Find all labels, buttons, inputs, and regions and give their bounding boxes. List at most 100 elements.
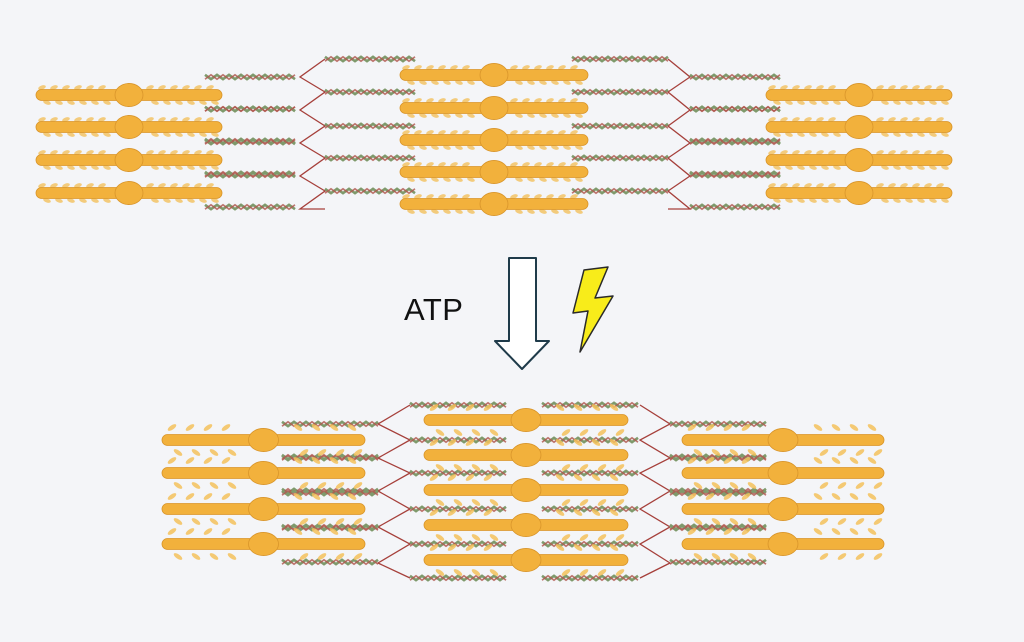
- myosin-head: [435, 569, 445, 576]
- myosin-head: [546, 65, 554, 70]
- actin-strand: [669, 489, 767, 497]
- actin-filament: [409, 469, 507, 477]
- myosin-center: [767, 461, 799, 485]
- myosin-head: [62, 85, 70, 90]
- myosin-head: [809, 198, 817, 203]
- myosin-head: [855, 482, 865, 489]
- myosin-head: [402, 194, 410, 199]
- myosin-center: [114, 181, 144, 205]
- myosin-head: [167, 424, 177, 431]
- myosin-head: [146, 117, 154, 122]
- myosin-head: [813, 528, 823, 535]
- myosin-head: [773, 165, 781, 170]
- myosin-head: [876, 183, 884, 188]
- myosin-head: [522, 194, 530, 199]
- myosin-head: [191, 449, 201, 456]
- myosin-head: [563, 209, 571, 214]
- myosin-head: [833, 165, 841, 170]
- myosin-head: [467, 145, 475, 150]
- myosin-head: [900, 117, 908, 122]
- myosin-head: [893, 165, 901, 170]
- myosin-head: [522, 65, 530, 70]
- myosin-head: [527, 80, 535, 85]
- myosin-head: [103, 165, 111, 170]
- myosin-head: [175, 132, 183, 137]
- myosin-head: [211, 100, 219, 105]
- myosin-center: [844, 181, 874, 205]
- myosin-head: [471, 534, 481, 541]
- myosin-head: [453, 499, 463, 506]
- myosin-head: [347, 493, 357, 500]
- myosin-head: [591, 474, 601, 481]
- actin-filament: [541, 574, 639, 582]
- actin-strand: [669, 558, 767, 566]
- myosin-head: [50, 85, 58, 90]
- myosin-head: [335, 518, 345, 525]
- myosin-filament: [35, 148, 223, 172]
- myosin-head: [893, 198, 901, 203]
- myosin-head: [905, 165, 913, 170]
- myosin-head: [609, 544, 619, 551]
- myosin-head: [881, 165, 889, 170]
- actin-strand: [689, 203, 781, 211]
- actin-filament: [689, 73, 781, 81]
- myosin-head: [876, 117, 884, 122]
- myosin-head: [311, 457, 321, 464]
- actin-filament: [204, 203, 296, 211]
- myosin-head: [579, 534, 589, 541]
- myosin-center: [479, 96, 509, 120]
- myosin-head: [558, 98, 566, 103]
- myosin-head: [729, 518, 739, 525]
- myosin-head: [705, 493, 715, 500]
- myosin-head: [539, 113, 547, 118]
- myosin-head: [429, 404, 439, 411]
- myosin-head: [55, 165, 63, 170]
- myosin-head: [804, 85, 812, 90]
- myosin-head: [687, 528, 697, 535]
- myosin-head: [561, 534, 571, 541]
- myosin-head: [768, 150, 776, 155]
- myosin-head: [407, 145, 415, 150]
- myosin-head: [483, 404, 493, 411]
- myosin-head: [419, 113, 427, 118]
- myosin-head: [55, 132, 63, 137]
- myosin-head: [146, 85, 154, 90]
- myosin-head: [575, 145, 583, 150]
- myosin-head: [936, 150, 944, 155]
- actin-strand: [669, 420, 767, 428]
- myosin-head: [729, 553, 739, 560]
- myosin-head: [431, 113, 439, 118]
- myosin-head: [353, 518, 363, 525]
- myosin-head: [867, 493, 877, 500]
- myosin-head: [426, 130, 434, 135]
- myosin-head: [299, 482, 309, 489]
- actin-strand: [689, 138, 781, 146]
- actin-strand: [571, 122, 669, 130]
- myosin-center: [844, 148, 874, 172]
- myosin-head: [936, 85, 944, 90]
- myosin-head: [227, 482, 237, 489]
- myosin-head: [747, 449, 757, 456]
- myosin-head: [558, 130, 566, 135]
- myosin-head: [443, 209, 451, 214]
- myosin-head: [206, 150, 214, 155]
- myosin-filament: [161, 528, 366, 560]
- actin-filament: [571, 154, 669, 162]
- myosin-head: [792, 117, 800, 122]
- myosin-head: [187, 100, 195, 105]
- myosin-head: [146, 150, 154, 155]
- myosin-head: [435, 534, 445, 541]
- myosin-head: [597, 429, 607, 436]
- myosin-head: [563, 177, 571, 182]
- myosin-head: [462, 130, 470, 135]
- myosin-head: [522, 98, 530, 103]
- myosin-center: [248, 497, 279, 521]
- myosin-head: [199, 198, 207, 203]
- actin-strand: [324, 88, 416, 96]
- myosin-center: [767, 497, 799, 521]
- myosin-head: [831, 493, 841, 500]
- actin-filament: [281, 558, 379, 566]
- myosin-head: [203, 457, 213, 464]
- myosin-head: [98, 117, 106, 122]
- myosin-head: [837, 553, 847, 560]
